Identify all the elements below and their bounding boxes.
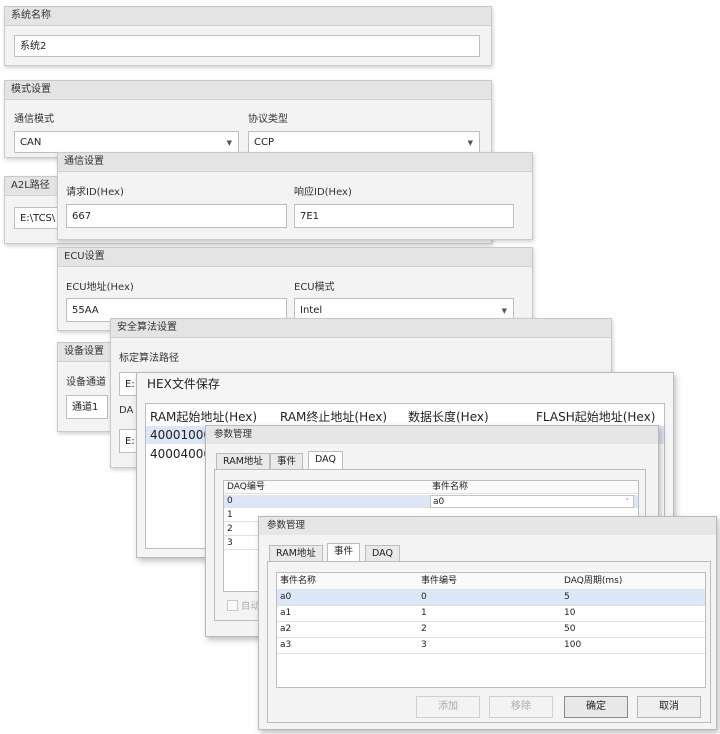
daq-event-select[interactable]: a0 ˅ xyxy=(430,495,634,508)
mode-settings-panel: 模式设置 通信模式 CAN ▼ 协议类型 CCP ▼ xyxy=(4,80,492,158)
table-row[interactable]: a1 1 10 xyxy=(277,605,705,622)
system-name-panel: 系统名称 系统2 xyxy=(4,6,492,66)
comm-mode-label: 通信模式 xyxy=(14,114,54,125)
response-id-input[interactable]: 7E1 xyxy=(294,204,514,228)
hex-col-ram-start: RAM起始地址(Hex) xyxy=(150,410,258,424)
event-name: a0 xyxy=(280,592,292,602)
table-row[interactable]: a3 3 100 xyxy=(277,637,705,654)
add-button[interactable]: 添加 xyxy=(416,696,480,718)
event-id: 1 xyxy=(421,608,427,618)
daq-row-id: 2 xyxy=(227,524,233,534)
events-col-name: 事件名称 xyxy=(280,576,317,586)
hex-col-ram-end: RAM终止地址(Hex) xyxy=(280,410,388,424)
security-path-label: 标定算法路径 xyxy=(119,353,179,364)
daq-row-id: 0 xyxy=(227,496,233,506)
event-name: a3 xyxy=(280,640,292,650)
device-channel-label: 设备通道 xyxy=(66,377,106,388)
ecu-address-label: ECU地址(Hex) xyxy=(66,282,134,293)
device-channel-select[interactable]: 通道1 xyxy=(66,395,108,419)
chevron-down-icon: ▼ xyxy=(501,307,507,315)
table-row[interactable]: a2 2 50 xyxy=(277,621,705,638)
ecu-mode-value: Intel xyxy=(300,305,323,316)
table-row[interactable]: a0 0 5 xyxy=(277,589,705,606)
system-name-header: 系统名称 xyxy=(5,7,491,26)
daq-row-id: 1 xyxy=(227,510,233,520)
event-id: 3 xyxy=(421,640,427,650)
comm-settings-panel: 通信设置 请求ID(Hex) 667 响应ID(Hex) 7E1 xyxy=(57,152,533,240)
request-id-input[interactable]: 667 xyxy=(66,204,287,228)
auto-checkbox-label: 自动 xyxy=(241,601,261,612)
tab-events[interactable]: 事件 xyxy=(270,453,304,469)
protocol-label: 协议类型 xyxy=(248,114,288,125)
daq-row-id: 3 xyxy=(227,538,233,548)
ok-button[interactable]: 确定 xyxy=(564,696,628,718)
param-dialog-title: 参数管理 xyxy=(206,426,658,444)
param-dialog-title: 参数管理 xyxy=(259,517,716,535)
event-period: 10 xyxy=(564,608,576,618)
request-id-label: 请求ID(Hex) xyxy=(66,187,124,198)
hex-save-title: HEX文件保存 xyxy=(147,377,220,391)
chevron-down-icon: ▼ xyxy=(467,139,473,147)
comm-mode-select[interactable]: CAN ▼ xyxy=(14,131,239,153)
events-col-id: 事件编号 xyxy=(421,576,458,586)
events-table-header: 事件名称 事件编号 DAQ周期(ms) xyxy=(277,573,705,590)
table-row[interactable]: 0 a0 ˅ xyxy=(224,495,638,508)
param-dialog-events: 参数管理 RAM地址 事件 DAQ 事件名称 事件编号 DAQ周期(ms) a0… xyxy=(258,516,717,730)
response-id-label: 响应ID(Hex) xyxy=(294,187,352,198)
daq-col-event: 事件名称 xyxy=(432,482,469,492)
tab-ram-address[interactable]: RAM地址 xyxy=(269,545,323,561)
security-settings-header: 安全算法设置 xyxy=(111,319,611,338)
event-period: 50 xyxy=(564,624,576,634)
tab-daq[interactable]: DAQ xyxy=(365,545,400,561)
chevron-down-icon: ˅ xyxy=(625,498,630,506)
tab-daq[interactable]: DAQ xyxy=(308,451,343,469)
system-name-input[interactable]: 系统2 xyxy=(14,35,480,57)
events-table: 事件名称 事件编号 DAQ周期(ms) a0 0 5 a1 1 10 a2 2 … xyxy=(276,572,706,688)
hex-col-flash-start: FLASH起始地址(Hex) xyxy=(536,410,656,424)
chevron-down-icon: ▼ xyxy=(226,139,232,147)
hex-row-ram-start: 40004000 xyxy=(150,447,212,461)
protocol-select[interactable]: CCP ▼ xyxy=(248,131,480,153)
ecu-mode-label: ECU模式 xyxy=(294,282,335,293)
daq-table-header: DAQ编号 事件名称 xyxy=(224,481,638,494)
auto-checkbox[interactable] xyxy=(227,600,238,611)
event-id: 2 xyxy=(421,624,427,634)
hex-row-ram-start: 40001000 xyxy=(150,428,212,442)
tab-ram-address[interactable]: RAM地址 xyxy=(216,453,270,469)
event-id: 0 xyxy=(421,592,427,602)
event-name: a1 xyxy=(280,608,292,618)
protocol-value: CCP xyxy=(254,137,274,148)
daq-label-partial: DA xyxy=(119,405,134,416)
table-row[interactable]: 40004000 xyxy=(146,445,664,463)
hex-col-data-length: 数据长度(Hex) xyxy=(408,410,489,424)
mode-settings-header: 模式设置 xyxy=(5,81,491,100)
daq-col-id: DAQ编号 xyxy=(227,482,265,492)
comm-mode-value: CAN xyxy=(20,137,42,148)
cancel-button[interactable]: 取消 xyxy=(637,696,701,718)
ecu-settings-header: ECU设置 xyxy=(58,248,532,267)
events-col-period: DAQ周期(ms) xyxy=(564,576,623,586)
daq-event-value: a0 xyxy=(433,497,445,507)
remove-button[interactable]: 移除 xyxy=(489,696,553,718)
event-name: a2 xyxy=(280,624,292,634)
event-period: 5 xyxy=(564,592,570,602)
comm-settings-header: 通信设置 xyxy=(58,153,532,172)
tab-events[interactable]: 事件 xyxy=(327,543,361,561)
events-tab-content: 事件名称 事件编号 DAQ周期(ms) a0 0 5 a1 1 10 a2 2 … xyxy=(267,561,711,723)
event-period: 100 xyxy=(564,640,582,650)
